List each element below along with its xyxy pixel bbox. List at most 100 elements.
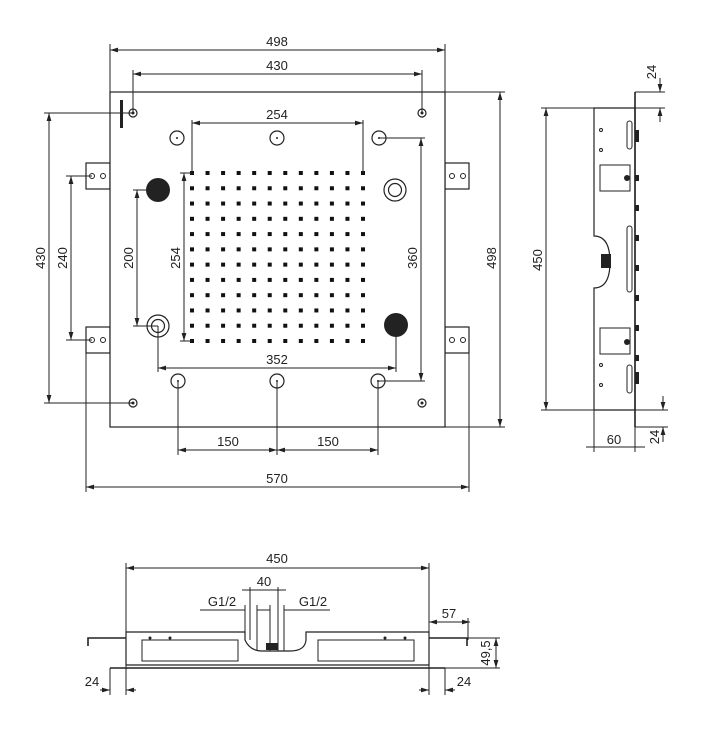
dim-bottom-height: 49,5	[478, 640, 493, 665]
nozzle	[221, 201, 226, 206]
nozzle	[298, 232, 303, 237]
nozzle	[221, 186, 226, 191]
nozzle	[236, 323, 241, 328]
nozzle	[298, 262, 303, 267]
nozzle	[283, 339, 288, 343]
nozzle	[252, 277, 257, 282]
nozzle	[314, 323, 319, 328]
nozzle	[361, 277, 365, 282]
nozzle	[205, 171, 210, 175]
nozzle	[298, 323, 303, 328]
nozzle	[283, 323, 288, 328]
dim-bottom-width: 450	[266, 551, 288, 566]
nozzle	[298, 277, 303, 282]
nozzle	[267, 293, 272, 298]
nozzle	[252, 262, 257, 267]
dim-side-top-offset: 24	[644, 65, 659, 79]
nozzle	[314, 186, 319, 191]
nozzle	[298, 216, 303, 221]
nozzle	[236, 232, 241, 237]
nozzle	[329, 232, 334, 237]
nozzle	[221, 293, 226, 298]
nozzle	[314, 293, 319, 298]
nozzle	[267, 232, 272, 237]
nozzle	[361, 186, 365, 191]
nozzle	[236, 247, 241, 252]
nozzle	[298, 201, 303, 206]
nozzle	[190, 186, 194, 191]
nozzle	[314, 308, 319, 313]
nozzle	[314, 171, 319, 175]
nozzle	[345, 171, 350, 175]
nozzle	[361, 262, 365, 267]
nozzle	[236, 262, 241, 267]
thread-right-label: G1/2	[299, 594, 327, 609]
nozzle	[205, 247, 210, 252]
nozzle	[236, 216, 241, 221]
nozzle	[298, 171, 303, 175]
dim-spacing-left: 150	[217, 434, 239, 449]
dim-bracket-spacing: 240	[55, 247, 70, 269]
nozzle	[267, 201, 272, 206]
nozzle	[205, 308, 210, 313]
nozzle	[314, 247, 319, 252]
nozzle	[345, 201, 350, 206]
nozzle	[329, 247, 334, 252]
nozzle	[221, 323, 226, 328]
dim-inlet-spacing: 200	[121, 247, 136, 269]
nozzle	[190, 262, 194, 267]
nozzle	[205, 262, 210, 267]
nozzle	[283, 171, 288, 175]
nozzle	[361, 201, 365, 206]
nozzle	[298, 293, 303, 298]
nozzle	[345, 216, 350, 221]
nozzle	[361, 293, 365, 298]
dim-inlet-horizontal: 352	[266, 352, 288, 367]
dim-bracket-reach: 57	[442, 606, 456, 621]
shower-plate	[109, 91, 446, 428]
nozzle	[205, 277, 210, 282]
nozzle	[267, 171, 272, 175]
nozzle	[190, 293, 194, 298]
nozzle	[252, 293, 257, 298]
nozzle	[314, 232, 319, 237]
nozzle	[252, 186, 257, 191]
dim-bottom-inlet-spacing: 40	[257, 574, 271, 589]
nozzle	[221, 171, 226, 175]
nozzle	[190, 232, 194, 237]
dim-side-depth: 60	[607, 432, 621, 447]
nozzle	[236, 277, 241, 282]
nozzle	[314, 201, 319, 206]
dim-nozzle-width: 254	[266, 107, 288, 122]
nozzle	[283, 201, 288, 206]
dim-overall-height: 498	[484, 247, 499, 269]
nozzle	[205, 216, 210, 221]
dim-bottom-right-offset: 24	[457, 674, 471, 689]
nozzle	[221, 247, 226, 252]
nozzle	[283, 216, 288, 221]
dim-spacing-right: 150	[317, 434, 339, 449]
nozzle	[283, 262, 288, 267]
nozzle	[205, 232, 210, 237]
nozzle	[314, 339, 319, 343]
nozzle	[205, 339, 210, 343]
nozzle	[283, 308, 288, 313]
nozzle	[329, 339, 334, 343]
nozzle	[298, 247, 303, 252]
nozzle	[190, 277, 194, 282]
dim-side-spacing: 360	[405, 247, 420, 269]
nozzle	[314, 277, 319, 282]
nozzle	[345, 247, 350, 252]
nozzle	[252, 323, 257, 328]
nozzle	[236, 186, 241, 191]
nozzle	[329, 262, 334, 267]
nozzle	[298, 339, 303, 343]
nozzle	[314, 216, 319, 221]
nozzle	[283, 247, 288, 252]
nozzle	[345, 323, 350, 328]
nozzle	[361, 339, 365, 343]
nozzle	[221, 216, 226, 221]
nozzle	[345, 186, 350, 191]
nozzle	[190, 308, 194, 313]
side-view: 450 60 24 24	[530, 65, 668, 452]
